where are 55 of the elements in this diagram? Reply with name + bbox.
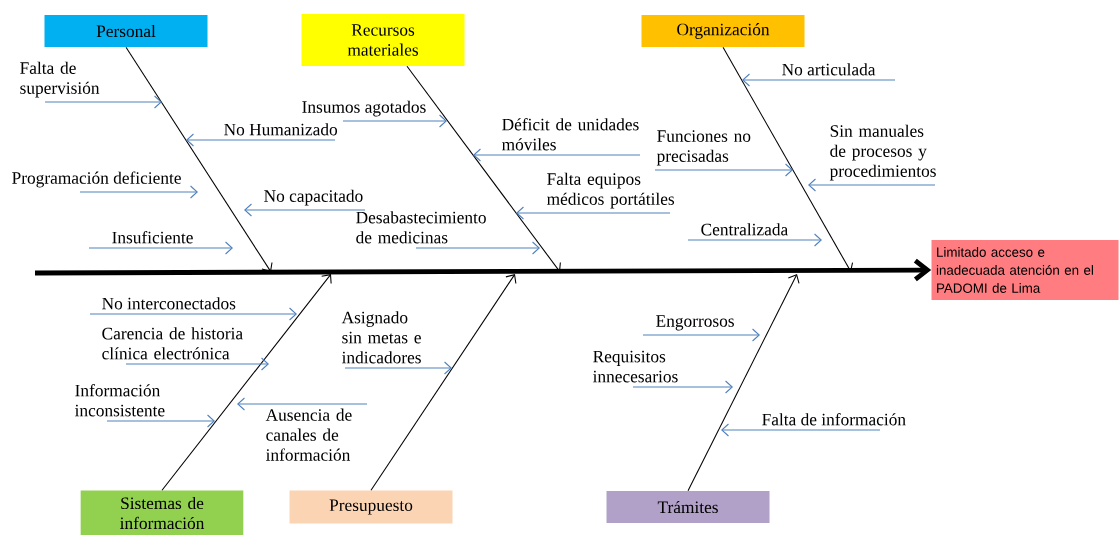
- arrow: [687, 274, 800, 492]
- effect-box: Limitado acceso e inadecuada atención en el PADOMI de Lima: [931, 240, 1119, 300]
- arrow: [742, 73, 896, 87]
- cause-label: Déficit de unidades móviles: [501, 118, 639, 151]
- arrow: [89, 307, 297, 321]
- cause-label: Funciones no precisadas: [656, 130, 751, 166]
- arrow: [161, 274, 332, 491]
- cause-label: No interconectados: [102, 297, 236, 310]
- arrow: [808, 178, 936, 192]
- arrow: [642, 328, 760, 342]
- arrow: [632, 380, 733, 394]
- arrow: [654, 163, 793, 177]
- cause-label: Asignado sin metas e indicadores: [341, 311, 421, 364]
- arrow: [473, 148, 641, 162]
- arrow: [516, 206, 671, 220]
- arrow: [370, 274, 517, 491]
- cause-label: Carencia de historia clínica electrónica: [102, 327, 243, 360]
- arrow: [342, 114, 447, 128]
- arrow: [344, 361, 452, 375]
- category-box: Presupuesto: [289, 490, 453, 524]
- cause-label: Información inconsistente: [74, 384, 165, 417]
- cause-label: Centralizada: [701, 223, 788, 236]
- cause-label: Falta de información: [762, 413, 906, 426]
- cause-label: Insumos agotados: [302, 100, 426, 117]
- cause-label: Insuficiente: [112, 231, 193, 244]
- category-box: Recursos materiales: [301, 14, 465, 66]
- arrow: [125, 357, 269, 371]
- spine-arrow: [35, 258, 932, 282]
- arrow: [125, 46, 273, 272]
- cause-label: No Humanizado: [224, 123, 338, 136]
- cause-label: Programación deficiente: [12, 171, 181, 188]
- cause-label: Falta de supervisión: [20, 61, 100, 98]
- cause-label: No articulada: [782, 63, 876, 76]
- cause-label: Desabastecimiento de medicinas: [356, 211, 486, 244]
- arrow: [244, 203, 366, 217]
- cause-label: Sin manuales de procesos y procedimientos: [829, 124, 936, 181]
- category-box: Personal: [44, 15, 208, 47]
- category-box: Organización: [641, 15, 805, 47]
- arrow: [88, 241, 233, 255]
- arrow: [186, 133, 336, 147]
- arrow: [687, 233, 822, 247]
- arrow: [721, 423, 881, 437]
- arrow: [237, 397, 368, 411]
- category-box: Sistemas de información: [80, 490, 244, 535]
- arrow: [79, 185, 198, 199]
- cause-label: Ausencia de canales de información: [265, 408, 352, 461]
- cause-label: No capacitado: [264, 189, 363, 206]
- cause-label: Falta equipos médicos portátiles: [546, 172, 675, 209]
- arrow: [44, 95, 162, 109]
- arrow: [106, 414, 215, 428]
- arrow: [415, 241, 540, 255]
- cause-label: Requisitos innecesarios: [592, 350, 678, 383]
- category-box: Trámites: [606, 491, 770, 523]
- arrow: [406, 65, 561, 272]
- cause-label: Engorrosos: [656, 315, 734, 331]
